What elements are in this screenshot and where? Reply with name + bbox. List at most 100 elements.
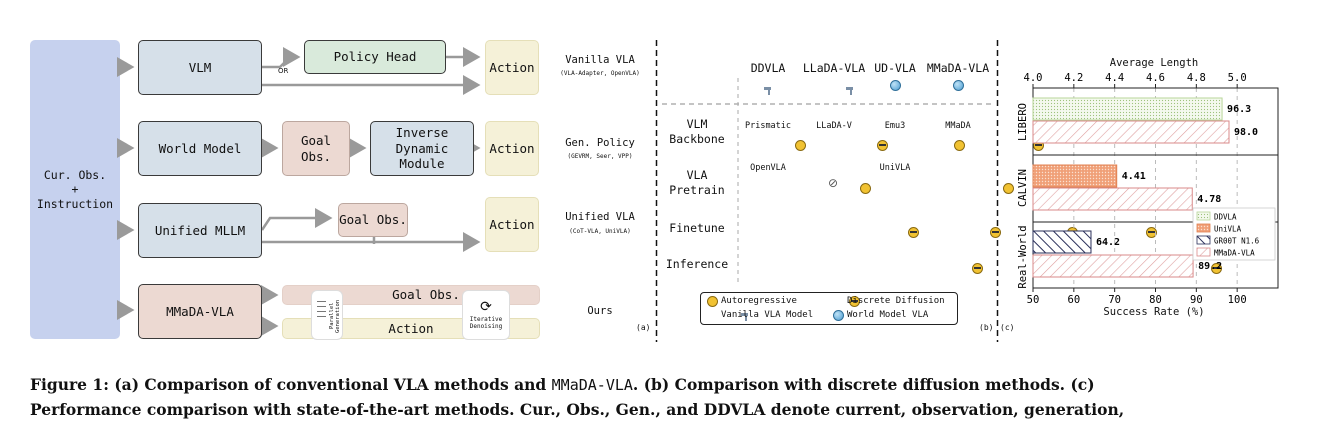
module-text: Module xyxy=(399,156,445,172)
bar-value-label: 89.2 xyxy=(1198,261,1222,272)
legend-vanilla-vla-model: Vanilla VLA Model xyxy=(721,310,814,320)
x-tick-label: 60 xyxy=(1068,294,1081,306)
legend-swatch xyxy=(1196,211,1211,221)
legend-discrete-diffusion: Discrete Diffusion xyxy=(847,296,945,306)
caption-text: Figure 1: (a) Comparison of conventional… xyxy=(30,375,552,394)
panel-c-label: (c) xyxy=(1000,323,1015,332)
world-model-vla-icon xyxy=(833,310,844,321)
x-tick-label: 100 xyxy=(1228,294,1247,306)
ours-title: Ours xyxy=(587,305,613,317)
discrete-diffusion-icon xyxy=(907,227,919,238)
column-header-ddvla: DDVLA xyxy=(750,61,786,75)
backbone-llada-vla: LLaDA-V xyxy=(816,121,852,131)
gen-policy-sub: (GEVRM, Seer, VPP) xyxy=(567,153,633,160)
goal-obs-box-1: Goal Obs. xyxy=(282,121,350,176)
vanilla-vla-model-icon xyxy=(740,311,751,321)
backbone-mmada-vla: MMaDA xyxy=(945,121,971,131)
top-tick-label: 4.2 xyxy=(1064,72,1083,84)
world-model-vla-icon xyxy=(890,80,901,91)
policy-head-text: Policy Head xyxy=(333,49,417,65)
discrete-diffusion-icon xyxy=(972,263,984,274)
bar xyxy=(1032,230,1092,254)
panel-b-legend: Autoregressive Discrete Diffusion Vanill… xyxy=(700,292,958,325)
bar-value-label: 96.3 xyxy=(1227,104,1251,115)
autoregressive-icon xyxy=(1002,183,1014,194)
legend-swatch xyxy=(1196,223,1211,233)
top-tick-label: 4.0 xyxy=(1024,72,1043,84)
legend-world-model-vla: World Model VLA xyxy=(847,310,929,320)
iterative-denoising-card: ⟳ Iterative Denoising xyxy=(462,290,510,340)
goal-obs-box-2: Goal Obs. xyxy=(338,203,408,237)
panel-dividers xyxy=(655,40,999,342)
backbone-ud-vla: Emu3 xyxy=(884,121,906,131)
panel-b-label: (b) xyxy=(979,323,994,332)
vlm-box: VLM xyxy=(138,40,262,95)
action-text: Action xyxy=(489,216,535,232)
unified-vla-title: Unified VLA xyxy=(565,211,635,223)
goal-obs-text: Goal Obs. xyxy=(339,212,407,228)
x-tick-label: 70 xyxy=(1108,294,1121,306)
backbone-ddvla: Prismatic xyxy=(744,121,792,131)
figure-caption-line-2: Performance comparison with state-of-the… xyxy=(30,400,1125,419)
figure-caption-line-1: Figure 1: (a) Comparison of conventional… xyxy=(30,373,1300,397)
inverse-text: Inverse xyxy=(395,125,449,141)
bar xyxy=(1032,97,1223,121)
caption-text: . (b) Comparison with discrete diffusion… xyxy=(632,375,1095,394)
discrete-diffusion-icon xyxy=(1210,263,1222,274)
vlm-text: VLM xyxy=(188,59,212,75)
bar-value-label: 4.78 xyxy=(1197,194,1221,205)
legend-swatch xyxy=(1196,247,1211,257)
pretrain-ud-vla: UniVLA xyxy=(879,163,911,173)
inverse-dynamic-module-box: Inverse Dynamic Module xyxy=(370,121,474,176)
autoregressive-icon xyxy=(954,140,966,151)
row-label-finetune: Finetune xyxy=(669,221,725,235)
denoising-text: Denoising xyxy=(469,323,503,330)
group-label: CALVIN xyxy=(1017,169,1029,207)
discrete-diffusion-icon xyxy=(849,296,861,307)
bar xyxy=(1032,120,1230,144)
x-tick-label: 80 xyxy=(1149,294,1162,306)
or-text: OR xyxy=(278,67,289,75)
panel-a-arrows xyxy=(117,47,481,336)
action-text: Action xyxy=(388,320,434,336)
top-tick-label: 4.6 xyxy=(1146,72,1165,84)
discrete-diffusion-icon xyxy=(877,140,889,151)
column-header-llada-vla: LLaDA-VLA xyxy=(802,61,866,75)
vanilla-vla-model-icon xyxy=(763,85,774,95)
action-box-3: Action xyxy=(485,197,539,252)
action-text: Action xyxy=(489,59,535,75)
legend-label: UniVLA xyxy=(1214,225,1242,234)
bar-value-label: 64.2 xyxy=(1096,237,1120,248)
prohibited-icon: ⊘ xyxy=(828,176,839,190)
autoregressive-icon xyxy=(707,296,718,307)
top-tick-label: 4.8 xyxy=(1187,72,1206,84)
world-model-box: World Model xyxy=(138,121,262,176)
row-label-inference: Inference xyxy=(665,257,729,271)
action-box-2: Action xyxy=(485,121,539,176)
top-tick-label: 5.0 xyxy=(1228,72,1247,84)
arrow xyxy=(261,316,279,336)
current-observation-instruction-box: Cur. Obs. + Instruction xyxy=(30,40,120,339)
unified-mllm-box: Unified MLLM xyxy=(138,203,262,258)
world-model-vla-icon xyxy=(953,80,964,91)
bar-value-label: 98.0 xyxy=(1234,127,1258,138)
action-text: Action xyxy=(489,140,535,156)
action-box-1: Action xyxy=(485,40,539,95)
legend-label: MMaDA-VLA xyxy=(1214,249,1255,258)
group-label: Real-World xyxy=(1017,225,1029,288)
top-tick-label: 4.4 xyxy=(1105,72,1124,84)
policy-head-box: Policy Head xyxy=(304,40,446,74)
vanilla-vla-sub: (VLA-Adapter, OpenVLA) xyxy=(560,70,640,77)
discrete-diffusion-icon xyxy=(989,227,1001,238)
caption-mono-text: MMaDA-VLA xyxy=(551,376,633,394)
plus-text: + xyxy=(71,182,79,197)
x-tick-label: 90 xyxy=(1190,294,1203,306)
bar xyxy=(1032,187,1193,211)
legend-swatch xyxy=(1196,235,1211,245)
group-label: LIBERO xyxy=(1017,103,1029,141)
